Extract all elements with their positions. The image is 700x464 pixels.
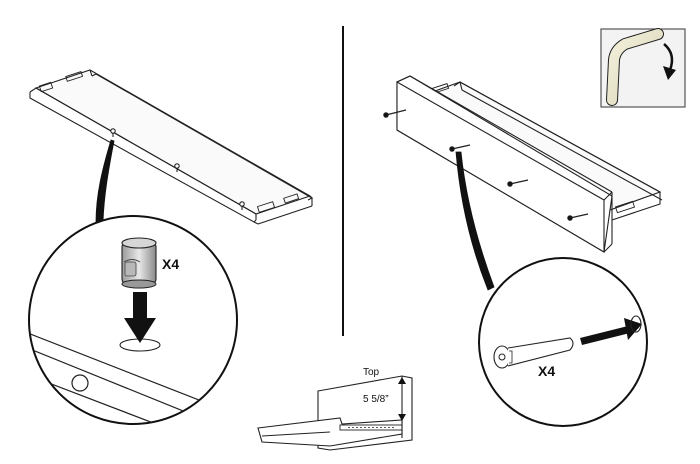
side-view <box>257 375 413 451</box>
cam-lock-icon <box>121 237 157 289</box>
right-magnifier <box>478 257 648 427</box>
allen-key-turn-icon <box>600 28 686 108</box>
cam-fitting-marker <box>174 163 180 172</box>
left-magnifier <box>28 215 238 425</box>
cam-fitting-marker <box>110 128 116 137</box>
right-front-panel <box>396 75 613 253</box>
right-step <box>383 75 663 427</box>
pre-drilled-hole <box>71 374 89 392</box>
left-leader-band <box>95 139 115 223</box>
left-step <box>28 69 314 425</box>
right-leader-band <box>455 151 495 291</box>
bolt-hole <box>630 315 642 333</box>
cam-fitting-marker <box>239 201 245 210</box>
screw-icon <box>449 144 471 152</box>
right-quantity-label: X4 <box>538 363 555 379</box>
left-quantity-label: X4 <box>162 256 179 272</box>
screw-icon <box>507 179 529 187</box>
side-view-top-label: Top <box>363 367 380 378</box>
cam-bolt-icon <box>493 337 574 369</box>
down-arrow-icon <box>124 292 156 343</box>
screw-icon <box>567 213 589 221</box>
screw-icon <box>383 109 407 118</box>
side-view-height-label: 5 5/8” <box>363 394 389 405</box>
height-dimension <box>398 377 406 421</box>
left-shelf-tray <box>29 69 314 225</box>
insert-arrow-icon <box>580 318 642 345</box>
